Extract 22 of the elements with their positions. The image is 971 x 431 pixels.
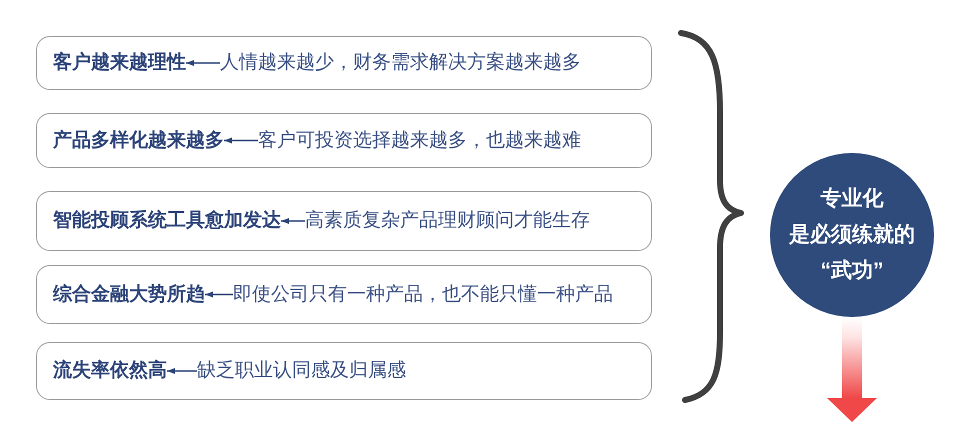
description-text: 即使公司只有一种产品，也不能只懂一种产品	[233, 282, 613, 306]
arrow	[167, 368, 197, 374]
heading-text: 产品多样化越来越多	[53, 128, 224, 152]
heading-text: 流失率依然高	[53, 359, 167, 383]
description-text: 高素质复杂产品理财顾问才能生存	[305, 209, 590, 233]
heading-text: 客户越来越理性	[53, 51, 186, 75]
heading: 专业化	[820, 186, 884, 212]
description-text: 客户可投资选择越来越多，也越来越难	[258, 128, 581, 152]
rounded-box	[36, 36, 652, 90]
body-text: 是必须练就的“武功”	[788, 222, 916, 284]
description-text: 人情越来越少，财务需求解决方案越来越多	[220, 51, 581, 75]
heading-text: 综合金融大势所趋	[53, 282, 205, 306]
rounded-box	[36, 265, 652, 324]
rounded-box	[36, 342, 652, 400]
heading-text: 智能投顾系统工具愈加发达	[53, 209, 281, 233]
arrow	[224, 138, 258, 144]
rounded-box	[36, 113, 652, 168]
description-text: 缺乏职业认同感及归属感	[197, 359, 406, 383]
arrow	[281, 218, 305, 224]
arrow	[186, 60, 220, 66]
rounded-box	[36, 191, 652, 251]
arrow	[205, 292, 233, 298]
